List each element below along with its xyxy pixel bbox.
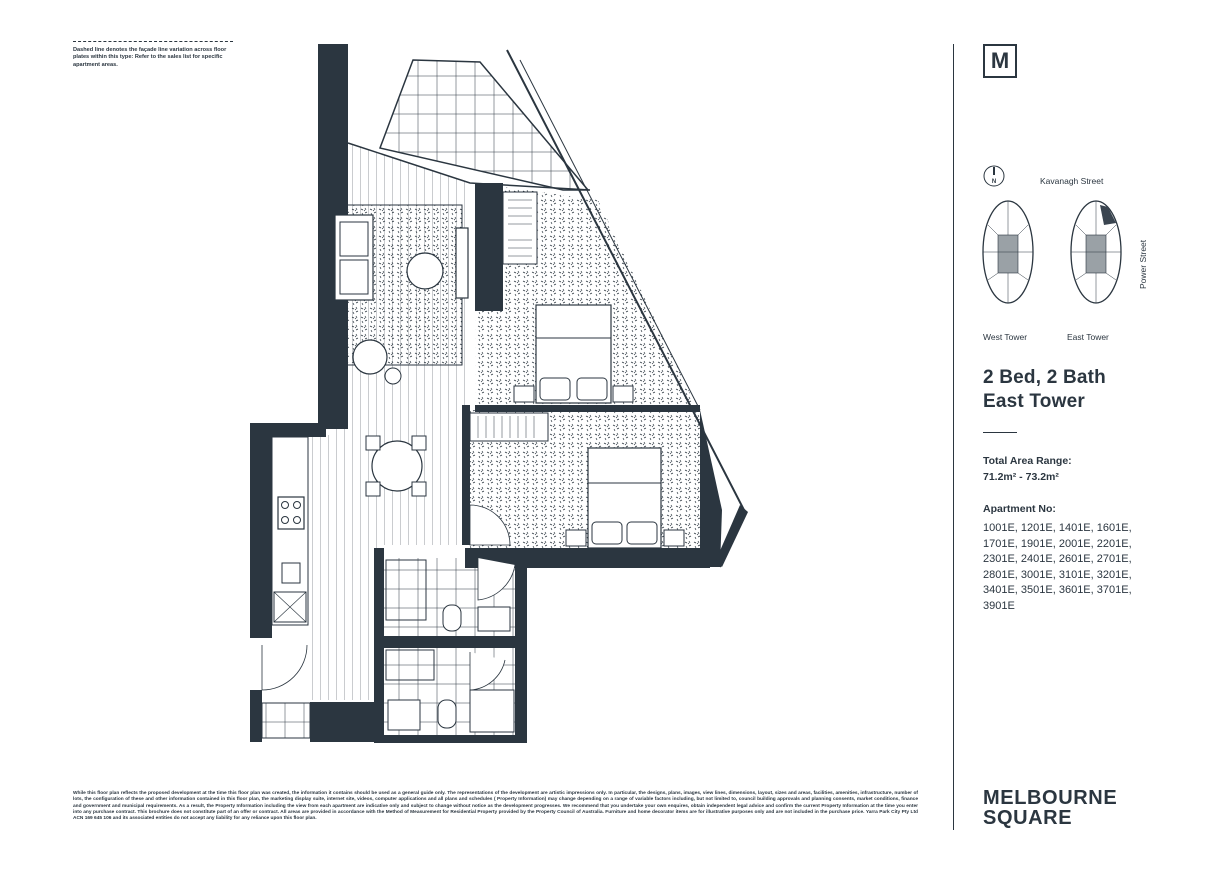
entry-door-swing	[261, 644, 308, 691]
street-label-top: Kavanagh Street	[1040, 176, 1104, 186]
facade-note: Dashed line denotes the façade line vari…	[73, 41, 235, 69]
heading-line-1: 2 Bed, 2 Bath	[983, 367, 1106, 388]
wardrobe-2	[469, 412, 549, 442]
tower-keymap	[982, 200, 1122, 304]
kitchen-bench	[271, 436, 309, 626]
laundry	[469, 689, 515, 733]
kitchen-sink	[281, 562, 301, 584]
bed-1	[535, 304, 612, 404]
heading-rule	[983, 432, 1017, 433]
ensuite-toilet	[442, 604, 462, 632]
bed-2	[587, 447, 662, 549]
panel-divider	[953, 44, 954, 830]
brand-wordmark: MELBOURNE SQUARE	[983, 788, 1117, 828]
apartment-no-label: Apartment No:	[983, 503, 1056, 515]
dashed-line-sample	[73, 41, 233, 42]
street-label-side: Power Street	[1138, 239, 1148, 289]
brand-line-1: MELBOURNE	[983, 787, 1118, 809]
bedroom-2-door-swing	[469, 504, 511, 546]
tv-unit	[455, 227, 469, 299]
side-table	[384, 367, 402, 385]
dining-chairs	[365, 435, 427, 497]
brand-logo: M	[983, 44, 1017, 78]
area-value: 71.2m² - 73.2m²	[983, 471, 1059, 483]
ensuite-shower	[385, 559, 427, 621]
walls	[250, 44, 710, 743]
cooktop	[277, 496, 305, 530]
west-tower-label: West Tower	[983, 332, 1028, 342]
balcony	[378, 59, 590, 191]
dining-table	[371, 440, 423, 492]
north-compass-icon: N	[983, 165, 1005, 187]
sofa	[334, 214, 374, 301]
bedside-2a	[565, 529, 587, 547]
east-tower-label: East Tower	[1067, 332, 1109, 342]
bedside-1a	[513, 385, 535, 403]
coffee-table	[406, 252, 444, 290]
logo-letter: M	[990, 48, 1010, 73]
brand-line-2: SQUARE	[983, 807, 1073, 829]
bedside-1b	[612, 385, 634, 403]
bathroom-toilet	[437, 699, 457, 729]
disclaimer-text: While this floor plan reflects the propo…	[73, 791, 918, 822]
floor-plan	[250, 44, 748, 743]
compass-letter: N	[992, 179, 996, 185]
area-label: Total Area Range:	[983, 455, 1072, 467]
heading-line-2: East Tower	[983, 391, 1085, 412]
bedside-2b	[663, 529, 685, 547]
apartment-heading: 2 Bed, 2 Bath East Tower	[983, 366, 1106, 414]
entry-storage	[261, 702, 311, 739]
bathroom-vanity	[387, 699, 421, 731]
facade-column	[716, 505, 748, 567]
facade-note-text: Dashed line denotes the façade line vari…	[73, 47, 227, 68]
bathroom-shower	[385, 649, 435, 681]
wardrobe-1	[502, 191, 538, 265]
armchair	[352, 339, 388, 375]
apartment-highlight	[1100, 205, 1116, 225]
ensuite-door-swing	[477, 558, 516, 601]
ensuite-basin	[477, 606, 511, 632]
apartment-no-list: 1001E, 1201E, 1401E, 1601E, 1701E, 1901E…	[983, 522, 1132, 612]
fridge	[273, 591, 307, 623]
east-wall-wedge	[700, 410, 722, 567]
